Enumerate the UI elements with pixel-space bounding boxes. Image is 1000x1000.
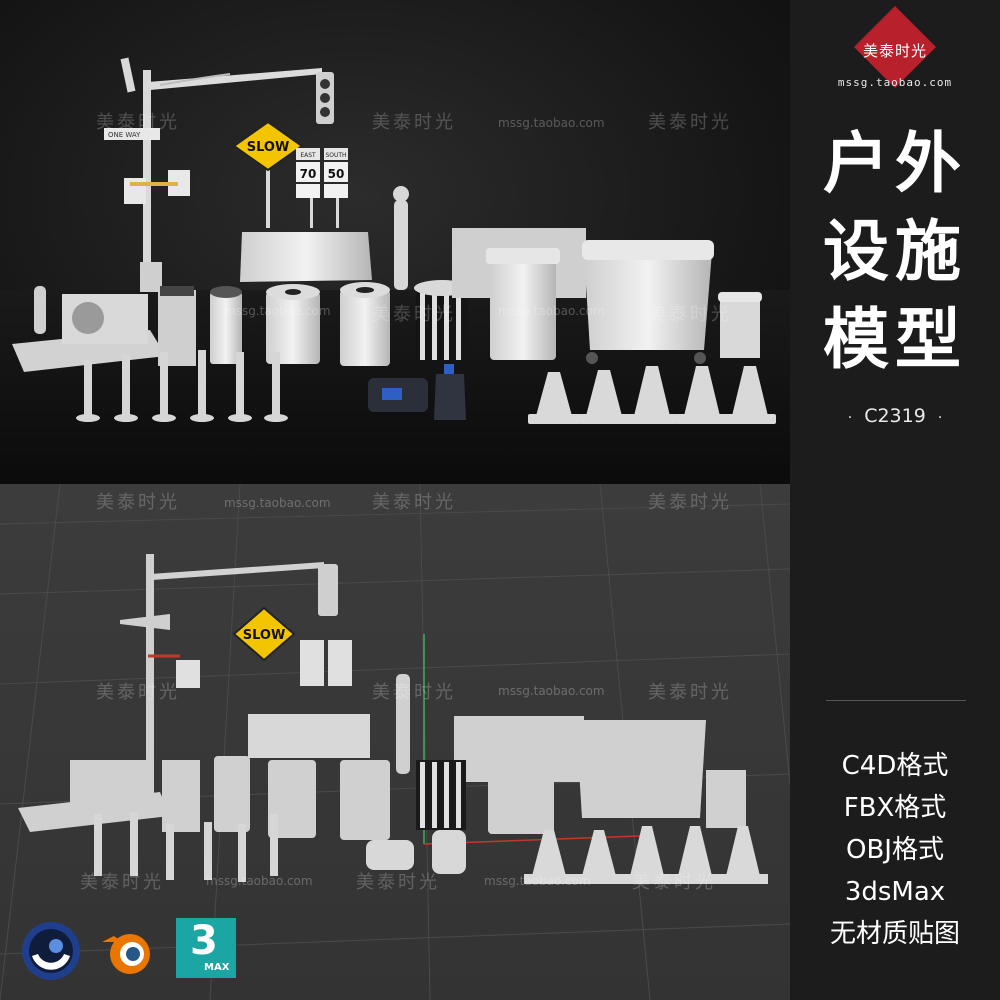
slow-sign — [232, 120, 304, 228]
watermark-url: mssg.taobao.com — [498, 684, 605, 698]
water-jugs-viewport — [366, 830, 466, 874]
brand-logo-text: 美泰时光 — [862, 42, 927, 60]
slow-sign-text-viewport: SLOW — [243, 628, 286, 643]
title-line-1: 户外 — [823, 125, 967, 202]
viewport-scene: SLOW — [0, 484, 790, 1000]
route-signs — [296, 148, 348, 228]
watermark-text: 美泰时光 — [648, 304, 732, 325]
striped-bin-viewport — [416, 760, 466, 830]
cinema4d-logo-icon — [20, 920, 82, 982]
wheelie-bin — [486, 248, 560, 360]
traffic-light-pole-viewport — [120, 554, 338, 784]
traffic-cones — [528, 366, 776, 424]
traffic-cones-viewport — [524, 826, 768, 884]
trash-cans — [158, 282, 390, 366]
route-east-number: 70 — [300, 167, 317, 181]
watermark-url: mssg.taobao.com — [224, 496, 331, 510]
bollard-post — [394, 200, 408, 290]
title-line-2: 设施 — [823, 213, 967, 290]
format-item: 无材质贴图 — [829, 919, 960, 949]
traffic-light-pole — [104, 57, 334, 292]
watermark-url: mssg.taobao.com — [498, 116, 605, 130]
route-east-label: EAST — [300, 152, 316, 159]
watermark-text: 美泰时光 — [96, 682, 180, 703]
brand-url: mssg.taobao.com — [837, 76, 953, 89]
watermark-text: 美泰时光 — [648, 682, 732, 703]
one-way-sign-text: ONE WAY — [108, 131, 141, 139]
watermark-text: 美泰时光 — [96, 112, 180, 133]
render-preview-top: ONE WAY SLOW EAST SOUTH 70 50 — [0, 0, 790, 484]
watermark-text: 美泰时光 — [372, 304, 456, 325]
watermark-text: 美泰时光 — [632, 872, 716, 893]
concrete-barrier — [240, 232, 372, 282]
mail-drop-box — [718, 292, 762, 358]
sidebar-divider — [826, 700, 966, 701]
watermark-url: mssg.taobao.com — [206, 874, 313, 888]
render-preview-viewport: SLOW — [0, 484, 790, 1000]
watermark-text: 美泰时光 — [648, 112, 732, 133]
format-item: OBJ格式 — [846, 835, 944, 865]
viewport-props — [18, 674, 746, 840]
blender-logo-icon — [96, 920, 158, 982]
info-sidebar: 美泰时光 mssg.taobao.com 户外 设施 模型 · C2319 · C4… — [790, 0, 1000, 1000]
bollards-viewport — [94, 812, 278, 882]
watermark-text: 美泰时光 — [80, 872, 164, 893]
title-line-3: 模型 — [823, 301, 967, 378]
watermark-url: mssg.taobao.com — [484, 874, 591, 888]
3dsmax-logo-label: MAX — [204, 962, 230, 973]
watermark-text: 美泰时光 — [356, 872, 440, 893]
striped-bin — [414, 280, 470, 362]
format-item: 3dsMax — [844, 877, 946, 907]
watermark-text: 美泰时光 — [372, 112, 456, 133]
slow-sign-text: SLOW — [247, 140, 290, 155]
format-item: C4D格式 — [841, 751, 949, 781]
route-signs-viewport — [300, 640, 352, 686]
watermark-url: mssg.taobao.com — [224, 304, 331, 318]
slow-sign-viewport — [232, 606, 296, 662]
format-item: FBX格式 — [843, 793, 947, 823]
dumpster-container — [582, 240, 714, 364]
watermark-text: 美泰时光 — [648, 492, 732, 513]
product-code: C2319 — [864, 405, 926, 427]
code-separator-right: · — [937, 410, 943, 426]
watermark-url: mssg.taobao.com — [498, 304, 605, 318]
watermark-text: 美泰时光 — [372, 682, 456, 703]
concrete-barrier-viewport — [248, 714, 370, 758]
3dsmax-logo-digit: 3 — [190, 918, 218, 964]
product-code-row: · C2319 · — [790, 405, 1000, 427]
water-jugs — [368, 364, 466, 420]
bollards — [76, 350, 288, 422]
code-separator-left: · — [847, 410, 853, 426]
brand-logo: 美泰时光 — [853, 5, 937, 89]
route-south-label: SOUTH — [325, 152, 346, 159]
render-scene-top: ONE WAY SLOW EAST SOUTH 70 50 — [0, 57, 790, 484]
watermark-text: 美泰时光 — [96, 492, 180, 513]
watermark-text: 美泰时光 — [372, 492, 456, 513]
3dsmax-logo-icon: 3 MAX — [176, 918, 236, 978]
route-south-number: 50 — [328, 167, 345, 181]
pallet-with-ac-unit — [12, 286, 166, 372]
